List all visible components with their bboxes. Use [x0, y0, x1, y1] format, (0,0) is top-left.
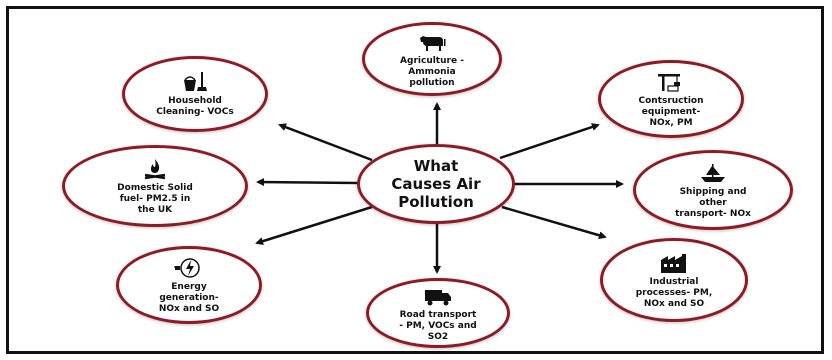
- campfire-icon: [144, 158, 166, 179]
- bucket-mop-icon: [184, 72, 207, 91]
- center-label: What Causes Air Pollution: [391, 157, 481, 211]
- arrow-to-energy: [255, 205, 373, 246]
- domestic-label: Domestic Solid fuel- PM2.5 in the UK: [117, 182, 193, 215]
- center-node: What Causes Air Pollution: [357, 144, 515, 224]
- node-agriculture: Agriculture - Ammonia pollution: [362, 22, 502, 96]
- household-label: Household Cleaning- VOCs: [156, 96, 234, 117]
- node-energy: Energy generation- NOx and SO: [116, 246, 262, 324]
- agriculture-label: Agriculture - Ammonia pollution: [400, 55, 464, 88]
- arrow-to-household: [278, 123, 373, 162]
- crane-icon: [658, 73, 680, 92]
- energy-label: Energy generation- NOx and SO: [158, 281, 220, 314]
- arrow-to-domestic: [256, 178, 359, 187]
- truck-icon: [425, 289, 451, 305]
- node-construction: Contsruction equipment- NOx, PM: [598, 60, 744, 138]
- node-industrial: Industrial processes- PM, NOx and SO: [600, 238, 748, 322]
- node-household: Household Cleaning- VOCs: [122, 56, 268, 132]
- road-label: Road transport - PM, VOCs and SO2: [399, 309, 477, 342]
- construction-label: Contsruction equipment- NOx, PM: [638, 95, 704, 128]
- industrial-label: Industrial processes- PM, NOx and SO: [635, 276, 713, 309]
- node-road: Road transport - PM, VOCs and SO2: [366, 278, 510, 348]
- cow-icon: [420, 35, 446, 51]
- factory-icon: [661, 253, 686, 273]
- ship-icon: [701, 163, 725, 182]
- node-domestic: Domestic Solid fuel- PM2.5 in the UK: [62, 145, 248, 227]
- shipping-label: Shipping and other transport- NOx: [675, 186, 751, 219]
- electric-plug-icon: [174, 257, 200, 278]
- arrow-to-construction: [499, 123, 600, 160]
- arrow-to-industrial: [501, 205, 607, 240]
- node-shipping: Shipping and other transport- NOx: [633, 150, 793, 230]
